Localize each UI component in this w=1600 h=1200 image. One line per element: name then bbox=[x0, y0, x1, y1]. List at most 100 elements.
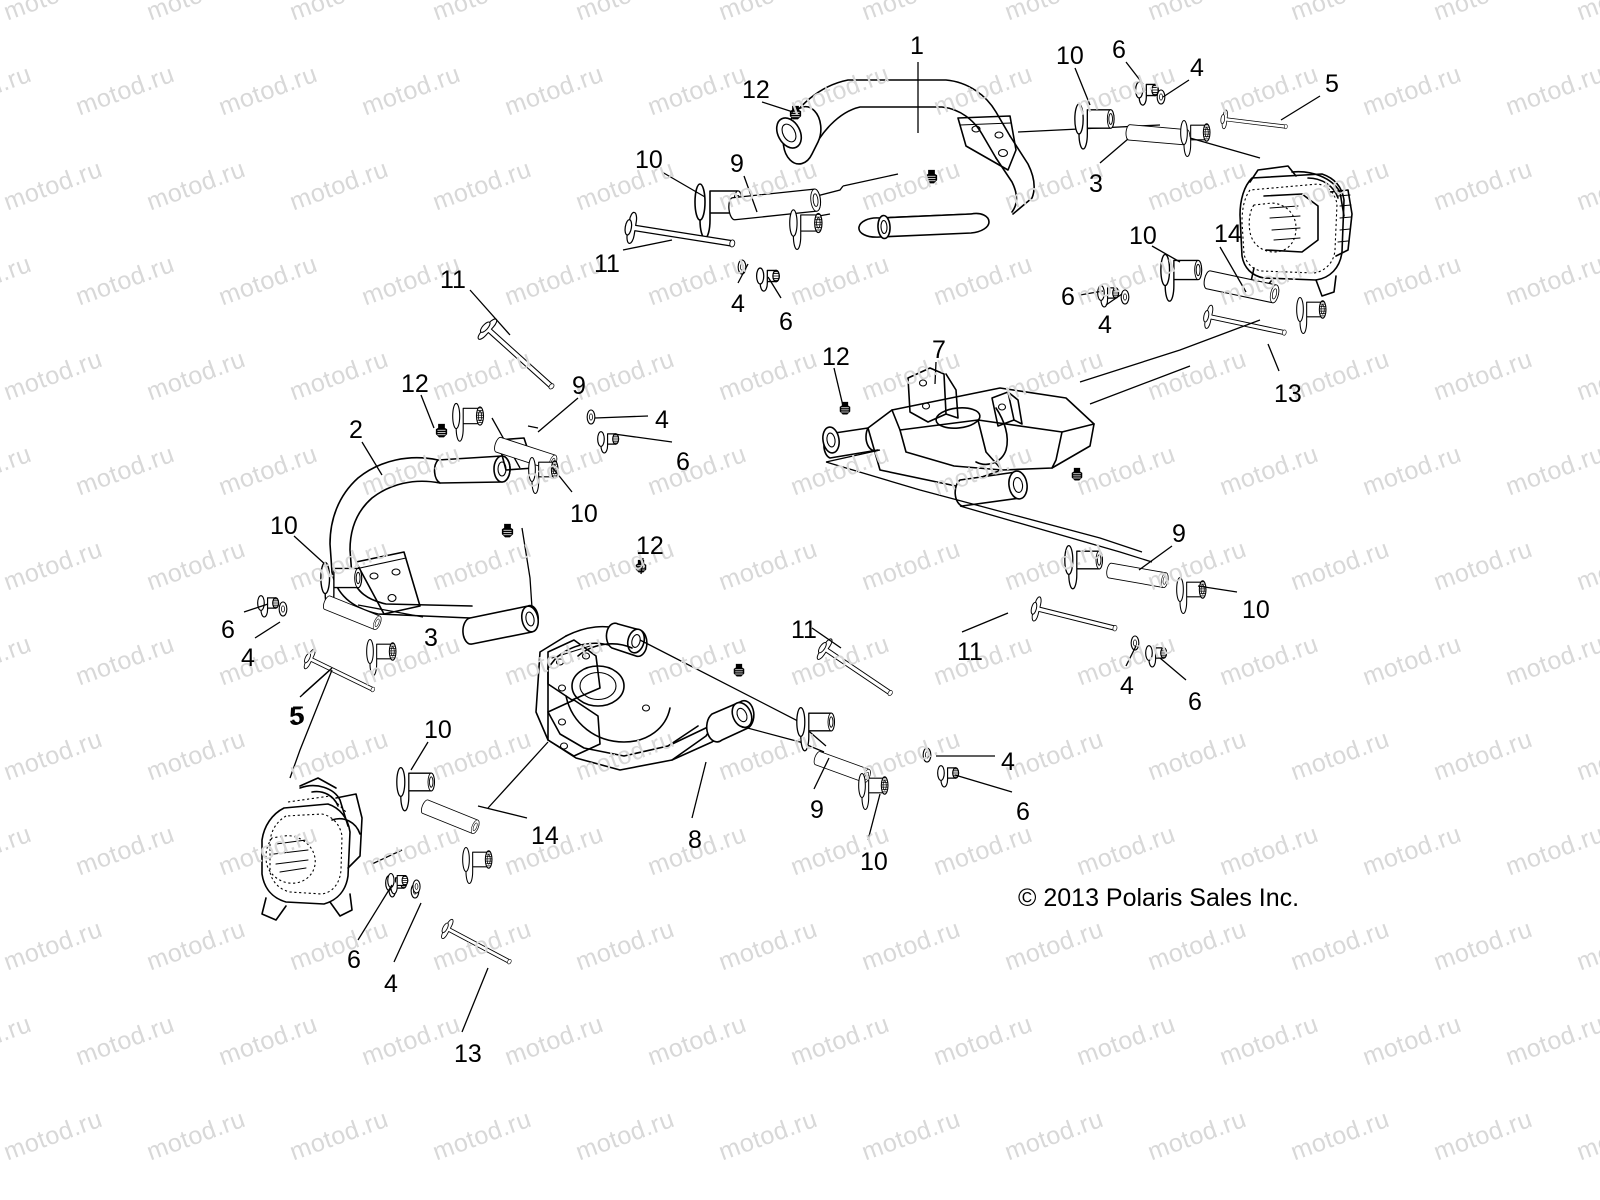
leader-line-6 bbox=[613, 433, 673, 443]
callout-label-12: 12 bbox=[822, 343, 850, 371]
leader-line-10 bbox=[551, 466, 573, 493]
callout-label-11: 11 bbox=[594, 250, 620, 278]
callout-label-6: 6 bbox=[221, 616, 235, 644]
leader-line-3 bbox=[1099, 138, 1129, 164]
callout-label-9: 9 bbox=[730, 150, 744, 178]
leader-line-3 bbox=[357, 604, 424, 618]
callout-label-5: 5 bbox=[291, 702, 305, 730]
callout-label-13: 13 bbox=[454, 1040, 482, 1068]
hardware-cluster-right-carrier bbox=[1079, 253, 1327, 383]
callout-label-5: 5 bbox=[289, 703, 303, 731]
callout-label-10: 10 bbox=[1242, 596, 1270, 624]
callout-label-10: 10 bbox=[635, 146, 663, 174]
leader-line-14 bbox=[1219, 246, 1247, 293]
callout-label-6: 6 bbox=[1016, 798, 1030, 826]
callout-label-11: 11 bbox=[791, 616, 817, 644]
callout-label-11: 11 bbox=[440, 266, 466, 294]
callout-label-4: 4 bbox=[241, 644, 255, 672]
copyright-notice: © 2013 Polaris Sales Inc. bbox=[1018, 884, 1300, 912]
leader-line-9 bbox=[1138, 545, 1173, 571]
leader-line-12 bbox=[833, 367, 844, 407]
leader-line-6 bbox=[357, 884, 393, 941]
leader-line-4 bbox=[254, 621, 281, 639]
callout-leader-lines bbox=[243, 61, 1321, 1033]
leader-line-4 bbox=[1105, 293, 1123, 306]
part-7-rear-carrier bbox=[822, 365, 1191, 563]
leader-line-10 bbox=[293, 535, 328, 567]
leader-line-5 bbox=[1280, 95, 1321, 121]
callout-label-10: 10 bbox=[570, 500, 598, 528]
part-8-lower-control-arm bbox=[487, 559, 827, 809]
leader-line-10 bbox=[867, 793, 881, 841]
leader-line-5 bbox=[299, 669, 331, 698]
callout-label-14: 14 bbox=[531, 822, 559, 850]
callout-label-4: 4 bbox=[1001, 748, 1015, 776]
bearing-carrier-right bbox=[1239, 165, 1353, 297]
leader-line-14 bbox=[477, 805, 528, 819]
leader-line-11 bbox=[961, 612, 1009, 633]
callout-label-4: 4 bbox=[1098, 311, 1112, 339]
callout-label-1: 1 bbox=[910, 32, 924, 60]
leader-line-6 bbox=[954, 774, 1013, 793]
callout-label-6: 6 bbox=[1112, 36, 1126, 64]
leader-line-10 bbox=[1074, 67, 1091, 106]
callout-label-14: 14 bbox=[1214, 220, 1242, 248]
callout-label-11: 11 bbox=[957, 638, 983, 666]
leader-line-9 bbox=[743, 175, 758, 213]
leader-line-11 bbox=[622, 239, 673, 251]
leader-line-4 bbox=[594, 415, 649, 419]
leader-line-6 bbox=[1079, 290, 1104, 296]
leader-line-4 bbox=[737, 263, 749, 284]
callout-label-3: 3 bbox=[1089, 170, 1103, 198]
callout-label-9: 9 bbox=[1172, 520, 1186, 548]
leader-line-4 bbox=[1125, 645, 1137, 667]
callout-label-8: 8 bbox=[688, 826, 702, 854]
part-1-control-arm bbox=[773, 79, 1161, 240]
callout-label-4: 4 bbox=[731, 290, 745, 318]
callout-label-4: 4 bbox=[1120, 672, 1134, 700]
hardware-cluster-part8 bbox=[385, 635, 960, 973]
hardware-cluster-part2 bbox=[257, 314, 620, 701]
callout-label-12: 12 bbox=[742, 76, 770, 104]
hardware-cluster-top-right bbox=[1074, 81, 1289, 159]
hardware-cluster-left-carrier bbox=[387, 872, 421, 895]
leader-line-7 bbox=[934, 361, 937, 385]
callout-label-3: 3 bbox=[424, 624, 438, 652]
leader-line-10 bbox=[1151, 245, 1181, 263]
callout-label-4: 4 bbox=[1190, 54, 1204, 82]
callout-label-10: 10 bbox=[424, 716, 452, 744]
callout-label-5: 5 bbox=[1325, 70, 1339, 98]
leader-line-4 bbox=[393, 902, 422, 963]
leader-line-10 bbox=[1197, 585, 1238, 593]
leader-line-11 bbox=[469, 289, 511, 336]
leader-line-8 bbox=[691, 761, 707, 819]
leader-line-13 bbox=[1267, 343, 1280, 372]
bearing-carrier-left bbox=[261, 669, 403, 921]
hardware-cluster-top-left bbox=[622, 183, 823, 292]
callout-label-12: 12 bbox=[636, 532, 664, 560]
leader-line-10 bbox=[410, 741, 429, 771]
leader-line-4 bbox=[1162, 79, 1190, 98]
callout-label-10: 10 bbox=[1056, 42, 1084, 70]
leader-line-11 bbox=[811, 627, 842, 649]
callout-label-10: 10 bbox=[1129, 222, 1157, 250]
leader-line-9 bbox=[813, 757, 830, 790]
leader-line-12 bbox=[761, 101, 794, 113]
leader-line-6 bbox=[1125, 61, 1144, 85]
leader-line-2 bbox=[361, 441, 383, 476]
callout-label-4: 4 bbox=[655, 406, 669, 434]
callout-label-4: 4 bbox=[384, 970, 398, 998]
callout-label-6: 6 bbox=[1061, 283, 1075, 311]
hardware-cluster-part7-right bbox=[1027, 544, 1207, 668]
callout-label-13: 13 bbox=[1274, 380, 1302, 408]
callout-label-7: 7 bbox=[932, 336, 946, 364]
leader-line-6 bbox=[1159, 657, 1187, 681]
leader-line-10 bbox=[661, 171, 706, 198]
callout-label-6: 6 bbox=[1188, 688, 1202, 716]
callout-label-10: 10 bbox=[270, 512, 298, 540]
leader-line-6 bbox=[243, 603, 269, 613]
callout-label-6: 6 bbox=[347, 946, 361, 974]
callout-label-6: 6 bbox=[779, 308, 793, 336]
